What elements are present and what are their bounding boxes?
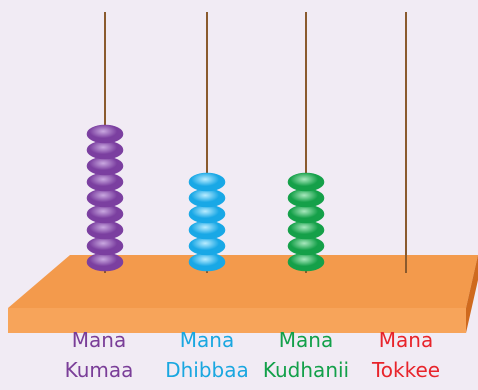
bead-hundreds <box>188 252 226 272</box>
bead-hundreds <box>188 236 226 256</box>
bead-hundreds <box>188 220 226 240</box>
label-thousands-line2: Kumaa <box>64 358 134 382</box>
bead-tens <box>287 172 325 192</box>
bead-thousands <box>86 156 124 176</box>
label-tens-line1: Mana <box>278 328 334 352</box>
label-tens-line2: Kudhanii <box>262 358 350 382</box>
bead-thousands <box>86 124 124 144</box>
bead-thousands <box>86 140 124 160</box>
bead-thousands <box>86 204 124 224</box>
bead-tens <box>287 204 325 224</box>
bead-tens <box>287 252 325 272</box>
label-hundreds-line1: Mana <box>179 328 235 352</box>
bead-thousands <box>86 236 124 256</box>
abacus-base-front <box>8 308 466 333</box>
bead-tens <box>287 236 325 256</box>
label-ones: Mana Tokkee <box>351 325 461 385</box>
bead-hundreds <box>188 204 226 224</box>
bead-thousands <box>86 188 124 208</box>
bead-thousands <box>86 252 124 272</box>
bead-hundreds <box>188 172 226 192</box>
label-thousands-line1: Mana <box>71 328 127 352</box>
abacus-base-top <box>8 255 478 308</box>
label-ones-line2: Tokkee <box>371 358 441 382</box>
label-thousands: Mana Kumaa <box>44 325 154 385</box>
bead-tens <box>287 188 325 208</box>
bead-thousands <box>86 172 124 192</box>
label-hundreds: Mana Dhibbaa <box>152 325 262 385</box>
bead-hundreds <box>188 188 226 208</box>
bead-tens <box>287 220 325 240</box>
bead-thousands <box>86 220 124 240</box>
label-tens: Mana Kudhanii <box>251 325 361 385</box>
label-ones-line1: Mana <box>378 328 434 352</box>
abacus-base-side <box>466 255 478 333</box>
label-hundreds-line2: Dhibbaa <box>165 358 249 382</box>
